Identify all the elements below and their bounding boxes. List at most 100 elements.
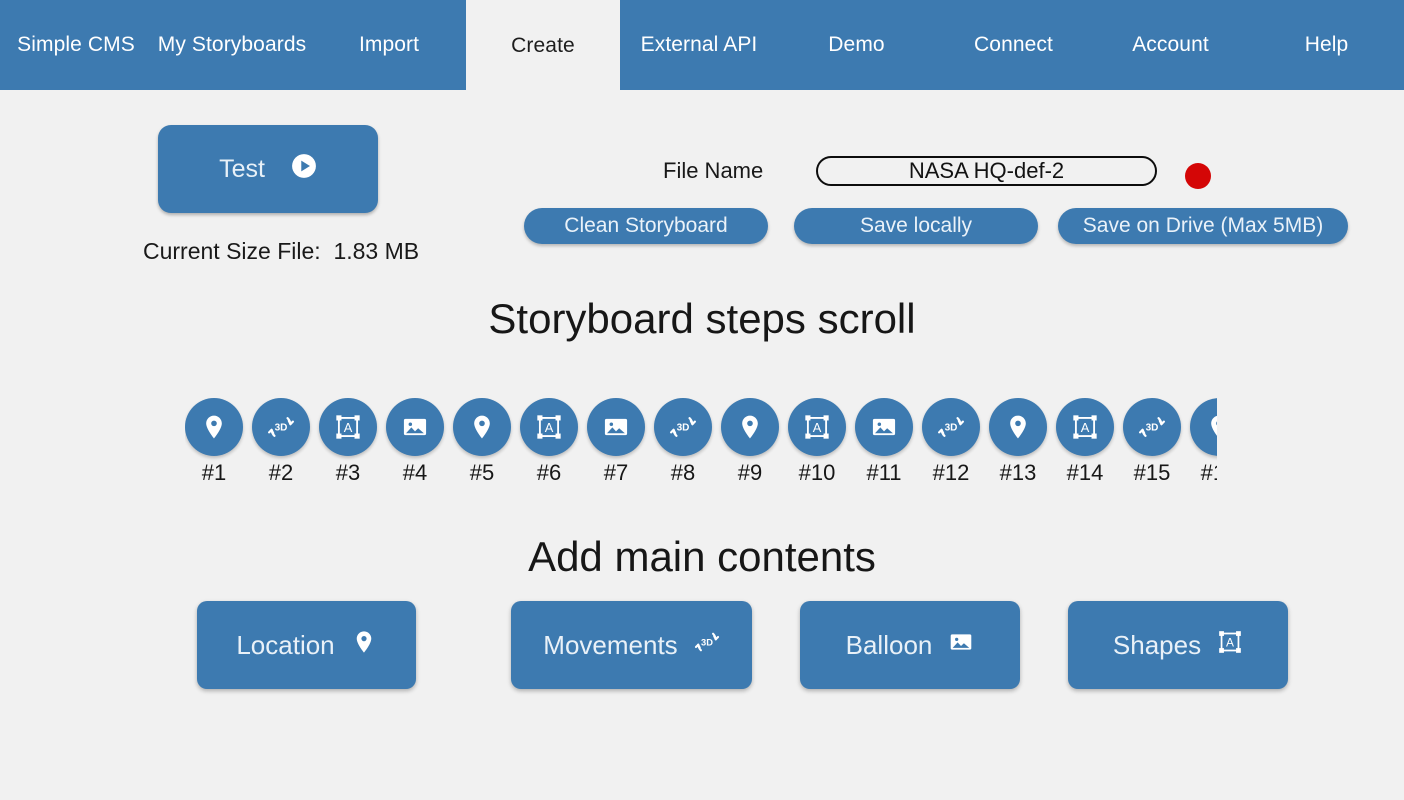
storyboard-step-label: #14 [1066,460,1104,485]
add-shapes-label: Shapes [1112,629,1202,660]
svg-text:3D: 3D [945,423,958,434]
storyboard-steps-scroll[interactable]: #1 3D#2 A #3 #4 #5 A #6 #7 3D #8 #9 A #10 #11 3D #12 #13 A… [185,398,1217,498]
storyboard-step-label: #7 [603,460,629,485]
nav-item-help[interactable]: Help [1249,0,1404,90]
location-pin-icon[interactable] [185,398,243,456]
svg-text:A: A [1226,635,1234,649]
nav-item-my-storyboards[interactable]: My Storyboards [152,0,312,90]
add-movements-button[interactable]: Movements 3D [511,601,752,689]
svg-text:3D: 3D [677,423,690,434]
save-locally-button[interactable]: Save locally [794,208,1038,244]
file-name-input[interactable] [816,156,1157,186]
image-icon[interactable] [587,398,645,456]
location-pin-icon[interactable] [721,398,779,456]
play-circle-icon [291,153,317,186]
current-size-file-label: Current Size File: 1.83 MB [143,238,420,264]
nav-label: Help [1304,33,1349,56]
shapes-text-frame-icon[interactable]: A [788,398,846,456]
storyboard-step-label: #6 [536,460,562,485]
add-location-label: Location [236,629,335,660]
location-pin-icon[interactable] [1190,398,1217,456]
storyboard-step-label: #16 [1200,460,1217,485]
nav-item-external-api[interactable]: External API [620,0,778,90]
rotate-3d-icon[interactable]: 3D [1123,398,1181,456]
storyboard-step-label: #11 [866,460,902,485]
storyboard-step[interactable]: #7 [587,398,645,484]
storyboard-step[interactable]: 3D#2 [252,398,310,484]
add-shapes-button[interactable]: Shapes A [1068,601,1288,689]
image-icon[interactable] [386,398,444,456]
nav-item-demo[interactable]: Demo [778,0,935,90]
save-on-drive-button[interactable]: Save on Drive (Max 5MB) [1058,208,1348,244]
storyboard-step[interactable]: A #3 [319,398,377,484]
storyboard-step[interactable]: #9 [721,398,779,484]
location-pin-icon[interactable] [989,398,1047,456]
shapes-text-frame-icon[interactable]: A [520,398,578,456]
shapes-text-frame-icon[interactable]: A [319,398,377,456]
nav-label: Simple CMS [17,33,135,56]
nav-label: Account [1132,33,1209,56]
svg-text:A: A [1081,420,1090,435]
clean-storyboard-button[interactable]: Clean Storyboard [524,208,768,244]
top-navigation-bar: Simple CMS My Storyboards Import Create … [0,0,1404,92]
storyboard-step-label: #15 [1133,460,1171,485]
nav-item-simple-cms[interactable]: Simple CMS [0,0,152,90]
rotate-3d-icon[interactable]: 3D [922,398,980,456]
storyboard-step[interactable]: #13 [989,398,1047,484]
add-main-contents-title: Add main contents [528,533,876,580]
storyboard-step[interactable]: #16 [1190,398,1217,484]
storyboard-step[interactable]: #11 [855,398,913,484]
location-pin-icon[interactable] [453,398,511,456]
storyboard-step-label: #10 [798,460,836,485]
shapes-text-frame-icon[interactable]: A [1056,398,1114,456]
storyboard-step-label: #3 [335,460,361,485]
storyboard-step-label: #1 [201,460,227,485]
storyboard-step[interactable]: #4 [386,398,444,484]
test-button-label: Test [219,154,265,183]
nav-label: Create [511,34,575,57]
file-name-label: File Name [663,158,764,183]
storyboard-step[interactable]: 3D #15 [1123,398,1181,484]
storyboard-step[interactable]: A #6 [520,398,578,484]
storyboard-step-label: #4 [402,460,428,485]
svg-text:3D: 3D [1146,423,1159,434]
storyboard-step[interactable]: 3D #8 [654,398,712,484]
storyboard-step[interactable]: A #10 [788,398,846,484]
svg-text:A: A [344,420,353,435]
clean-storyboard-label: Clean Storyboard [564,214,728,237]
nav-label: Import [358,33,420,56]
storyboard-step-label: #9 [737,460,763,485]
storyboard-step-label: #8 [670,460,696,485]
save-locally-label: Save locally [859,214,973,237]
storyboard-step-label: #12 [932,460,970,485]
storyboard-step-label: #13 [999,460,1037,485]
storyboard-step[interactable]: #5 [453,398,511,484]
location-pin-icon [351,629,377,662]
add-location-button[interactable]: Location [197,601,416,689]
nav-label: My Storyboards [157,33,307,56]
storyboard-step[interactable]: #1 [185,398,243,484]
rotate-3d-icon[interactable]: 3D [252,398,310,456]
rotate-3d-icon: 3D [694,629,720,662]
rotate-3d-icon[interactable]: 3D [654,398,712,456]
svg-text:A: A [813,420,822,435]
nav-label: Demo [828,33,885,56]
test-button[interactable]: Test [158,125,378,213]
storyboard-step[interactable]: 3D #12 [922,398,980,484]
storyboard-step[interactable]: A #14 [1056,398,1114,484]
storyboard-steps-title: Storyboard steps scroll [488,295,916,342]
add-balloon-label: Balloon [845,629,933,660]
add-balloon-button[interactable]: Balloon [800,601,1020,689]
nav-item-import[interactable]: Import [312,0,466,90]
nav-item-connect[interactable]: Connect [935,0,1092,90]
image-icon [948,629,974,662]
nav-item-account[interactable]: Account [1092,0,1249,90]
storyboard-step-label: #5 [469,460,495,485]
save-on-drive-label: Save on Drive (Max 5MB) [1082,214,1324,237]
nav-item-create[interactable]: Create [466,0,620,92]
nav-label: Connect [974,33,1053,56]
svg-text:3D: 3D [701,637,713,647]
image-icon[interactable] [855,398,913,456]
add-movements-label: Movements [543,629,678,660]
svg-text:A: A [545,420,554,435]
